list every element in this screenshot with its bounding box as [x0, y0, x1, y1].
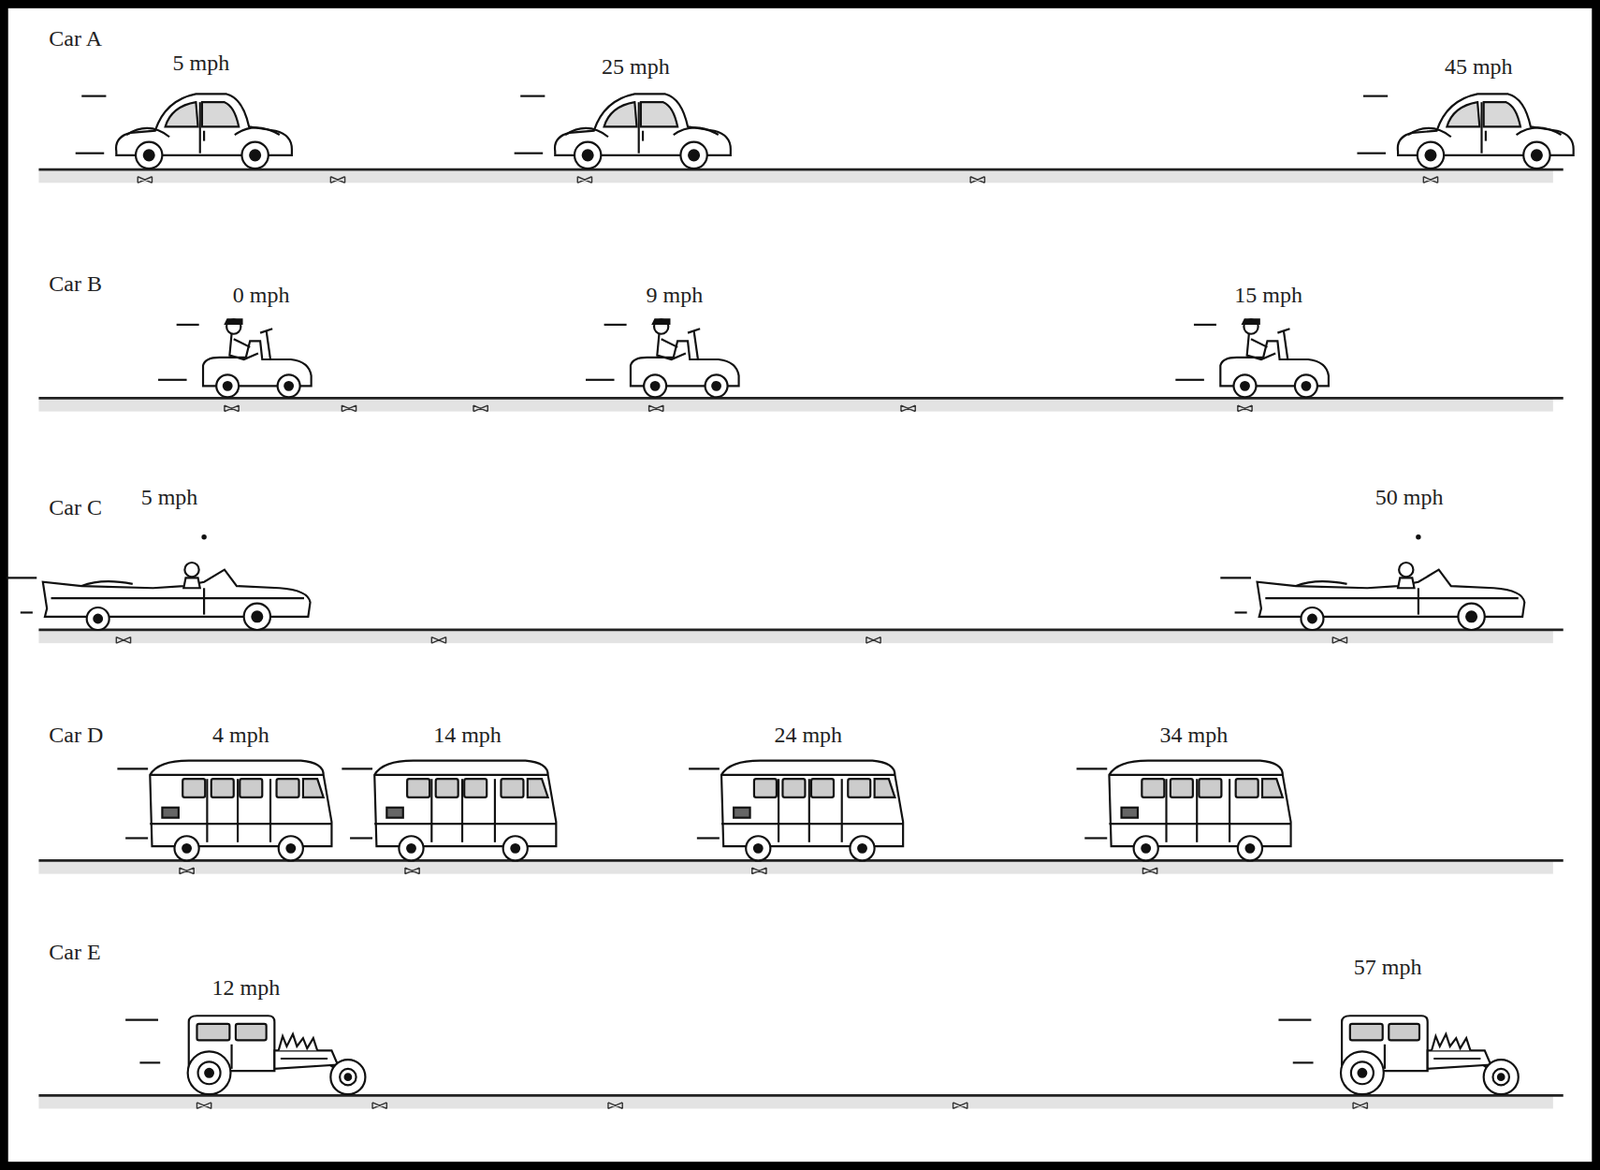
- position-mark: [970, 176, 985, 184]
- car-name: Car C: [48, 494, 102, 520]
- speed-label: 5 mph: [141, 484, 199, 510]
- car-d: [341, 760, 556, 861]
- car-e: [1278, 1015, 1518, 1094]
- speed-label: 34 mph: [1160, 722, 1229, 747]
- speed-label: 0 mph: [232, 282, 291, 307]
- car-e: [125, 1015, 365, 1094]
- speed-label: 50 mph: [1375, 484, 1444, 510]
- car-a: [514, 93, 731, 169]
- road-band: [38, 859, 1553, 873]
- speed-label: 15 mph: [1234, 282, 1303, 307]
- position-mark: [649, 405, 664, 412]
- car-a: [1356, 93, 1573, 169]
- position-mark: [116, 637, 131, 644]
- position-mark: [953, 1102, 968, 1109]
- position-mark: [224, 405, 239, 412]
- position-mark: [577, 176, 592, 184]
- road-line: [38, 1093, 1563, 1097]
- road-line: [38, 628, 1563, 632]
- car-name: Car E: [48, 939, 101, 964]
- position-mark: [608, 1102, 623, 1109]
- position-mark: [196, 1102, 211, 1109]
- position-mark: [405, 867, 420, 874]
- road-line: [38, 858, 1563, 862]
- position-mark: [431, 637, 446, 644]
- car-d: [1076, 760, 1292, 861]
- speed-label: 25 mph: [601, 54, 670, 79]
- position-mark: [372, 1102, 387, 1109]
- car-name: Car D: [48, 722, 103, 747]
- speed-label: 12 mph: [211, 974, 280, 1000]
- road-line: [38, 396, 1563, 400]
- car-b: [158, 319, 312, 397]
- car-a: [75, 93, 292, 169]
- position-mark: [866, 637, 881, 644]
- road-band: [38, 629, 1553, 643]
- position-mark: [901, 405, 916, 412]
- car-d: [688, 760, 903, 861]
- speed-label: 14 mph: [433, 722, 502, 747]
- position-mark: [341, 405, 356, 412]
- road-line: [38, 168, 1563, 172]
- position-mark: [1142, 867, 1157, 874]
- car-c: [6, 535, 311, 630]
- position-mark: [752, 867, 767, 874]
- position-mark: [330, 176, 345, 184]
- road-band: [38, 397, 1553, 411]
- speed-label: 4 mph: [212, 722, 270, 747]
- road-band: [38, 1094, 1553, 1108]
- position-mark: [179, 867, 194, 874]
- speed-label: 9 mph: [646, 282, 704, 307]
- speed-label: 5 mph: [173, 50, 231, 75]
- car-b: [1175, 319, 1329, 397]
- position-mark: [1352, 1102, 1368, 1109]
- speed-label: 24 mph: [773, 722, 843, 747]
- position-mark: [1332, 637, 1347, 644]
- speed-label: 57 mph: [1353, 954, 1423, 979]
- car-name: Car A: [48, 26, 102, 51]
- car-b: [585, 319, 740, 397]
- car-name: Car B: [48, 271, 102, 296]
- car-c: [1220, 535, 1525, 630]
- road-band: [38, 169, 1553, 183]
- position-mark: [1423, 176, 1438, 184]
- position-mark: [1237, 405, 1252, 412]
- position-mark: [137, 176, 152, 184]
- position-mark: [473, 405, 488, 412]
- car-d: [116, 760, 332, 861]
- speed-label: 45 mph: [1444, 54, 1513, 79]
- panel: [8, 8, 1593, 1162]
